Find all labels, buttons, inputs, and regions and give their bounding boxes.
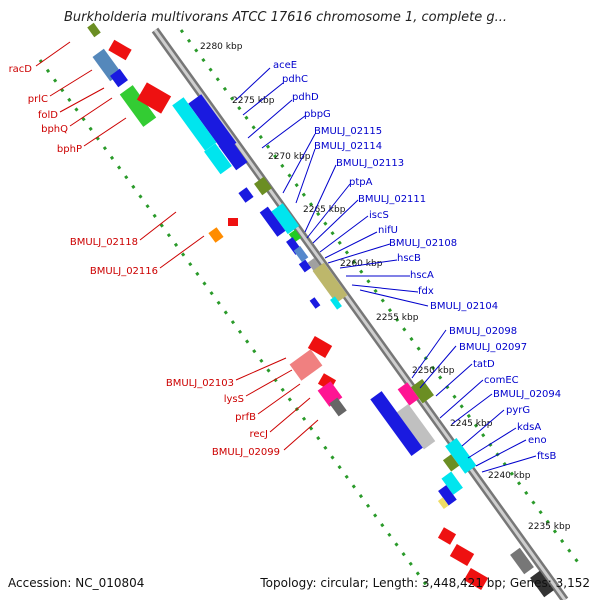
- kbp-tick: 2270 kbp: [268, 152, 311, 162]
- forward-labels: aceE pdhC pdhD pbpG BMULJ_02115 BMULJ_02…: [273, 60, 561, 462]
- kbp-tick: 2250 kbp: [412, 366, 455, 376]
- gene-block-pbpG[interactable]: [204, 143, 232, 175]
- kbp-tick: 2240 kbp: [488, 471, 531, 481]
- gene-block-BMULJ_02098[interactable]: [410, 378, 434, 404]
- gc-content-tracks: [38, 29, 582, 591]
- label-bphP[interactable]: bphP: [57, 144, 82, 155]
- label-fdx[interactable]: fdx: [418, 286, 434, 297]
- gene-block-bphP[interactable]: [119, 85, 157, 127]
- label-BMULJ_02108[interactable]: BMULJ_02108: [389, 238, 457, 249]
- accession-text: Accession: NC_010804: [8, 576, 145, 590]
- gene-block-distal: [437, 527, 457, 545]
- gene-block-BMULJ_02099[interactable]: [329, 397, 347, 417]
- label-hscA[interactable]: hscA: [410, 270, 434, 281]
- label-pbpG[interactable]: pbpG: [304, 109, 331, 120]
- gene-block-tatD[interactable]: [396, 403, 436, 450]
- label-nifU[interactable]: nifU: [378, 225, 398, 236]
- gene-block-lysS[interactable]: [307, 335, 333, 359]
- kbp-tick: 2265 kbp: [303, 205, 346, 215]
- label-BMULJ_02094[interactable]: BMULJ_02094: [493, 389, 561, 400]
- label-BMULJ_02111[interactable]: BMULJ_02111: [358, 194, 426, 205]
- label-BMULJ_02114[interactable]: BMULJ_02114: [314, 141, 382, 152]
- label-folD[interactable]: folD: [38, 110, 58, 121]
- gene-block-ptpA[interactable]: [259, 206, 286, 237]
- gc-track-outer: [179, 29, 582, 566]
- label-kdsA[interactable]: kdsA: [517, 422, 541, 433]
- gene-block-fdx[interactable]: [309, 297, 321, 309]
- label-iscS[interactable]: iscS: [369, 210, 389, 221]
- kbp-tick: 2260 kbp: [340, 259, 383, 269]
- label-BMULJ_02116[interactable]: BMULJ_02116: [90, 266, 158, 277]
- forward-label-set: [235, 67, 537, 473]
- gene-block-BMULJ_02113[interactable]: [271, 203, 300, 235]
- label-pdhC[interactable]: pdhC: [282, 74, 308, 85]
- gene-block-distal: [510, 547, 534, 575]
- gene-block-distal: [449, 543, 475, 567]
- gene-block-BMULJ_02118[interactable]: [228, 218, 238, 226]
- label-recJ[interactable]: recJ: [250, 429, 269, 440]
- genome-summary-text: Topology: circular; Length: 3,448,421 bp…: [260, 576, 590, 590]
- kbp-tick: 2280 kbp: [200, 42, 243, 52]
- gene-block-BMULJ_02097[interactable]: [397, 382, 420, 406]
- gene-block-eno[interactable]: [438, 485, 457, 506]
- label-tatD[interactable]: tatD: [473, 359, 495, 370]
- gene-block-racD[interactable]: [87, 22, 101, 38]
- kbp-tick: 2235 kbp: [528, 522, 571, 532]
- label-prfB[interactable]: prfB: [235, 412, 256, 423]
- label-pyrG[interactable]: pyrG: [506, 405, 530, 416]
- label-BMULJ_02115[interactable]: BMULJ_02115: [314, 126, 382, 137]
- label-ftsB[interactable]: ftsB: [537, 451, 556, 462]
- label-ptpA[interactable]: ptpA: [349, 177, 373, 188]
- kbp-tick: 2255 kbp: [376, 313, 419, 323]
- label-BMULJ_02104[interactable]: BMULJ_02104: [430, 301, 498, 312]
- label-racD[interactable]: racD: [9, 64, 33, 75]
- gene-block-kdsA[interactable]: [441, 471, 463, 495]
- label-lysS[interactable]: lysS: [224, 394, 244, 405]
- reverse-labels: racD prlC folD bphQ bphP BMULJ_02118 BMU…: [9, 64, 280, 458]
- gene-block-aceE[interactable]: [188, 94, 237, 153]
- gene-block-BMULJ_02108[interactable]: [298, 259, 312, 273]
- reverse-gene-track: [87, 22, 489, 591]
- gene-block-ftsB[interactable]: [437, 497, 449, 510]
- gene-block-distal: [463, 567, 489, 591]
- gene-block-pyrG[interactable]: [442, 454, 460, 472]
- kbp-ruler: 2280 kbp 2275 kbp 2270 kbp 2265 kbp 2260…: [200, 42, 571, 532]
- map-title: Burkholderia multivorans ATCC 17616 chro…: [64, 10, 507, 25]
- label-BMULJ_02113[interactable]: BMULJ_02113: [336, 158, 404, 169]
- gene-block-BMULJ_02103[interactable]: [289, 349, 323, 381]
- gene-block-hscA[interactable]: [312, 262, 348, 304]
- gene-block-BMULJ_02116[interactable]: [208, 227, 224, 243]
- label-BMULJ_02118[interactable]: BMULJ_02118: [70, 237, 138, 248]
- gene-block-BMULJ_02114[interactable]: [238, 187, 254, 203]
- gene-block-bphP-red[interactable]: [136, 82, 172, 114]
- gene-block-comEC[interactable]: [370, 391, 423, 457]
- label-aceE[interactable]: aceE: [273, 60, 297, 71]
- gene-block-pdhD[interactable]: [218, 137, 248, 171]
- label-bphQ[interactable]: bphQ: [41, 124, 68, 135]
- gene-block-nifU[interactable]: [293, 245, 309, 263]
- kbp-tick: 2275 kbp: [232, 96, 275, 106]
- gene-block-BMULJ_02094[interactable]: [445, 438, 477, 474]
- label-BMULJ_02097[interactable]: BMULJ_02097: [459, 342, 527, 353]
- label-eno[interactable]: eno: [528, 435, 547, 446]
- gene-block-distal: [530, 570, 554, 598]
- gene-block-bphQ[interactable]: [110, 68, 128, 88]
- kbp-tick: 2245 kbp: [450, 419, 493, 429]
- label-BMULJ_02099[interactable]: BMULJ_02099: [212, 447, 280, 458]
- label-pdhD[interactable]: pdhD: [292, 92, 319, 103]
- reverse-label-set: [35, 41, 319, 451]
- label-hscB[interactable]: hscB: [397, 253, 421, 264]
- gene-block-BMULJ_02104[interactable]: [330, 296, 342, 310]
- label-comEC[interactable]: comEC: [484, 375, 519, 386]
- label-prlC[interactable]: prlC: [28, 94, 48, 105]
- gene-block-folD[interactable]: [108, 39, 132, 61]
- gene-block-pdhC[interactable]: [172, 97, 217, 151]
- gene-block-BMULJ_02115[interactable]: [254, 176, 272, 196]
- forward-gene-track: [172, 94, 554, 598]
- label-BMULJ_02103[interactable]: BMULJ_02103: [166, 378, 234, 389]
- gene-block-BMULJ_02111[interactable]: [288, 229, 302, 243]
- gc-track-inner: [38, 59, 432, 591]
- label-BMULJ_02098[interactable]: BMULJ_02098: [449, 326, 517, 337]
